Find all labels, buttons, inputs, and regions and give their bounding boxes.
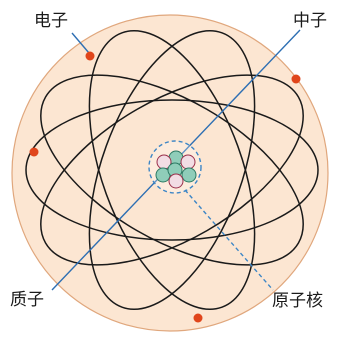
- electron-dot: [292, 75, 301, 84]
- proton: [181, 155, 195, 169]
- neutron-label: 中子: [293, 11, 327, 31]
- neutron: [182, 168, 196, 182]
- electron-dot: [86, 52, 95, 61]
- proton: [169, 174, 183, 188]
- proton-label: 质子: [10, 290, 44, 310]
- electron-label: 电子: [34, 11, 68, 31]
- electron-dot: [194, 314, 203, 323]
- electron-dot: [30, 148, 39, 157]
- nucleus-label: 原子核: [272, 291, 323, 311]
